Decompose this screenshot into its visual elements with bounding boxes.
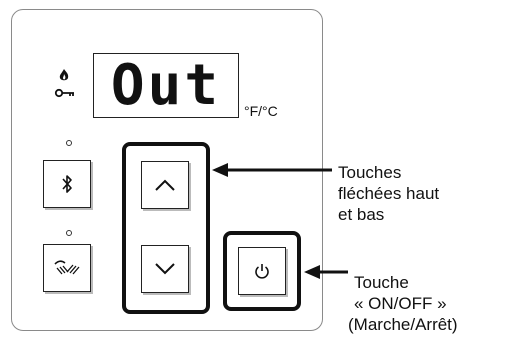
temperature-display: Out <box>93 53 239 118</box>
down-button[interactable] <box>141 245 189 293</box>
arrows-pointer <box>212 163 332 177</box>
power-pointer <box>304 265 348 279</box>
bluetooth-icon <box>62 175 72 193</box>
flame-icon <box>59 69 69 81</box>
arrow-keys-highlight <box>122 142 210 314</box>
arrow-keys-label: Touches fléchées haut et bas <box>338 163 440 224</box>
bluetooth-led <box>66 140 72 146</box>
power-button[interactable] <box>238 247 286 295</box>
jet-icon <box>54 260 80 275</box>
jet-led <box>66 230 72 236</box>
up-button[interactable] <box>141 161 189 209</box>
power-key-highlight <box>223 231 301 311</box>
power-icon <box>255 264 269 279</box>
bluetooth-button[interactable] <box>43 160 91 208</box>
up-arrow-icon <box>155 179 175 191</box>
jet-button[interactable] <box>43 244 91 292</box>
unit-label: °F/°C <box>244 103 278 119</box>
key-icon <box>54 88 74 98</box>
down-arrow-icon <box>155 263 175 275</box>
power-key-label: Touche « ON/OFF » (Marche/Arrêt) <box>348 273 458 334</box>
